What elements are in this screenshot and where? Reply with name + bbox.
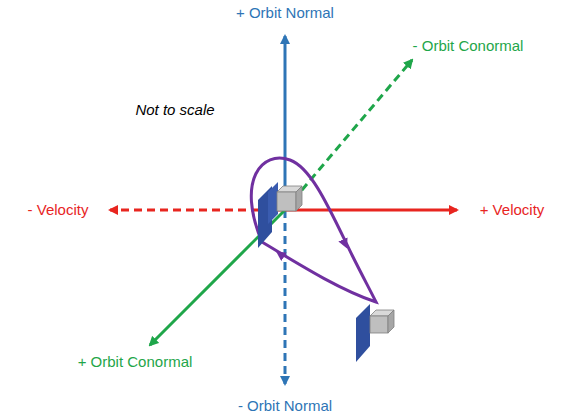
conormal-axis xyxy=(285,60,412,210)
relative-orbit xyxy=(251,158,376,302)
orbit-arrow xyxy=(280,254,300,268)
velocity-axis xyxy=(285,209,457,212)
orbit-arrow xyxy=(336,224,345,244)
axis-label: + Velocity xyxy=(480,201,545,219)
axis-label: - Orbit Normal xyxy=(238,397,332,415)
spacecraft xyxy=(356,304,394,362)
axis-label: + Orbit Normal xyxy=(236,4,334,22)
normal-axis xyxy=(284,36,287,210)
note-text: Not to scale xyxy=(135,101,214,119)
axis-label: + Orbit Conormal xyxy=(78,353,193,371)
axis-label: - Velocity xyxy=(28,201,89,219)
axis-label: - Orbit Conormal xyxy=(413,37,524,55)
normal-axis xyxy=(284,210,287,384)
spacecraft xyxy=(258,182,302,248)
